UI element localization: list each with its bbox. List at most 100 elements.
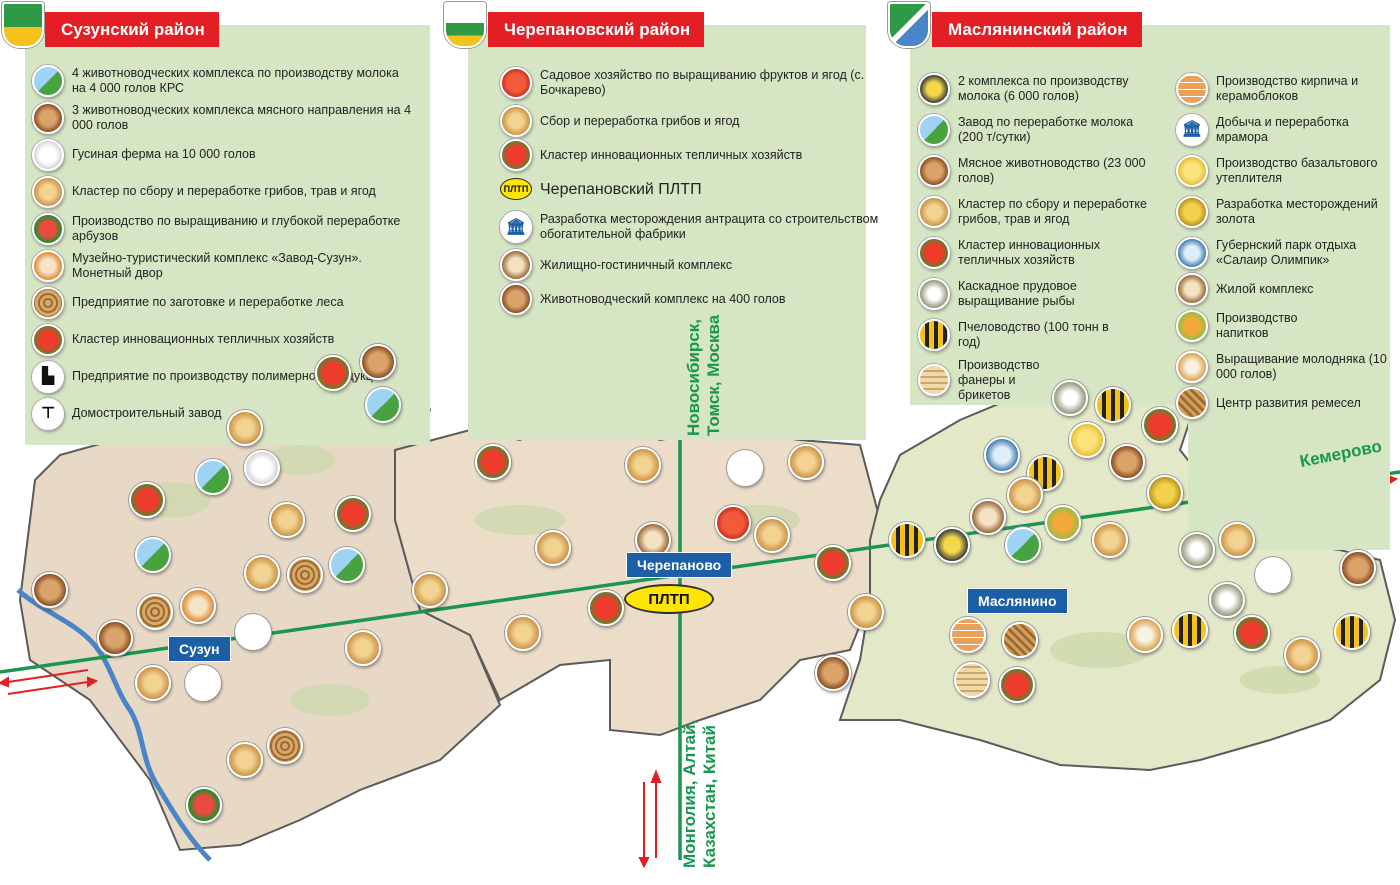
legend-item: Каскадное прудовое выращивание рыбы (918, 273, 1168, 314)
town-label-maslyanino: Маслянино (967, 588, 1068, 614)
skier-icon (984, 437, 1020, 473)
insulation-roll-icon (1176, 154, 1208, 187)
watermelon-icon (32, 212, 64, 245)
legend-item: 3 животноводческих комплекса мясного нап… (32, 99, 412, 136)
tomatoes-icon (129, 482, 165, 518)
bee-icon (889, 522, 925, 558)
legend-item: 2 комплекса по производству молока (6 00… (918, 68, 1168, 109)
cherepanovo-legend: Садовое хозяйство по выращиванию фруктов… (500, 62, 880, 316)
tomatoes-icon (1142, 407, 1178, 443)
mushrooms-icon (500, 105, 532, 137)
goose-icon (32, 138, 64, 171)
tomatoes-icon (1234, 615, 1270, 651)
squirrel-icon (1127, 617, 1163, 653)
bank-icon: 🏛 (1176, 113, 1208, 146)
house-icon (500, 249, 532, 281)
legend-item: 🏛Добыча и переработка мрамора (1176, 109, 1396, 150)
milk-carton-icon (365, 387, 401, 423)
legend-item: Пчеловодство (100 тонн в год) (918, 314, 1168, 355)
cow-icon (1340, 550, 1376, 586)
log-icon (32, 286, 64, 319)
route-label-south: Монголия, Алтай, Казахстан, Китай (680, 719, 719, 868)
juice-icon (1045, 505, 1081, 541)
skier-icon (1176, 236, 1208, 269)
fish-icon (1209, 582, 1245, 618)
mushrooms-icon (412, 572, 448, 608)
gold-coin-icon (1147, 475, 1183, 511)
log-icon (287, 557, 323, 593)
mushrooms-icon (244, 555, 280, 591)
tomatoes-icon (815, 545, 851, 581)
mushrooms-icon (788, 444, 824, 480)
maslyanino-crest-icon (888, 2, 930, 48)
legend-item: Разработка месторождений золота (1176, 191, 1396, 232)
mushrooms-icon (505, 615, 541, 651)
museum-icon (32, 249, 64, 282)
bee-icon (1095, 387, 1131, 423)
legend-item: Кластер инновационных тепличных хозяйств (32, 321, 412, 358)
bank-icon: 🏛 (500, 211, 532, 243)
milk-carton-icon (1005, 527, 1041, 563)
legend-item: Предприятие по заготовке и переработке л… (32, 284, 412, 321)
legend-item: Производство фанеры и брикетов (918, 355, 1168, 405)
gold-coin-icon (1176, 195, 1208, 228)
bee-icon (1172, 612, 1208, 648)
legend-item: Производство базальтового утеплителя (1176, 150, 1396, 191)
legend-item: Жилищно-гостиничный комплекс (500, 248, 880, 282)
watermelon-icon (186, 787, 222, 823)
mushrooms-icon (345, 630, 381, 666)
legend-item: Центр развития ремесел (1176, 387, 1396, 419)
cow-icon (360, 344, 396, 380)
apple-icon (500, 67, 532, 99)
house-icon (970, 499, 1006, 535)
mushrooms-icon (135, 665, 171, 701)
crane-icon (185, 665, 221, 701)
bricks-icon (1176, 72, 1208, 105)
milk-carton-icon (32, 64, 64, 97)
mushrooms-icon (227, 410, 263, 446)
tomatoes-icon (475, 444, 511, 480)
plywood-icon (918, 364, 950, 396)
goose-icon (244, 450, 280, 486)
tomatoes-icon (588, 590, 624, 626)
pltp-badge-icon: ПЛТП (500, 178, 532, 200)
plywood-icon (954, 662, 990, 698)
legend-item: Садовое хозяйство по выращиванию фруктов… (500, 62, 880, 104)
legend-item: Выращивание молодняка (10 000 голов) (1176, 346, 1396, 387)
legend-item: 🏛Разработка месторождения антрацита со с… (500, 206, 880, 248)
milk-carton-icon (195, 459, 231, 495)
legend-item: Кластер инновационных тепличных хозяйств (918, 232, 1168, 273)
milk-carton-icon (329, 547, 365, 583)
basket-icon (1002, 622, 1038, 658)
mushrooms-icon (625, 447, 661, 483)
cow-icon (1109, 444, 1145, 480)
basket-icon (1176, 387, 1208, 419)
legend-item: Гусиная ферма на 10 000 голов (32, 136, 412, 173)
mushrooms-icon (269, 502, 305, 538)
bricks-icon (950, 617, 986, 653)
fish-icon (918, 277, 950, 310)
log-icon (267, 728, 303, 764)
legend-item: Завод по переработке молока (200 т/сутки… (918, 109, 1168, 150)
apple-icon (715, 505, 751, 541)
cow-icon (500, 283, 532, 315)
juice-icon (1176, 309, 1208, 342)
legend-item: Кластер по сбору и переработке грибов, т… (918, 191, 1168, 232)
ob-river (16, 588, 212, 862)
cherepanovo-title: Черепановский район (488, 12, 705, 47)
legend-item: Губернский парк отдыха «Салаир Олимпик» (1176, 232, 1396, 273)
mushrooms-icon (227, 742, 263, 778)
factory-icon (235, 614, 271, 650)
mushrooms-icon (1092, 522, 1128, 558)
suzun-legend: 4 животноводческих комплекса по производ… (32, 62, 412, 432)
cow-icon (97, 620, 133, 656)
log-icon (137, 594, 173, 630)
tomatoes-icon (918, 236, 950, 269)
cow-icon (918, 154, 950, 187)
cow-icon (32, 101, 64, 134)
legend-item: Кластер инновационных тепличных хозяйств (500, 138, 880, 172)
mushrooms-icon (1219, 522, 1255, 558)
insulation-roll-icon (1069, 422, 1105, 458)
legend-item: Производство кирпича и керамоблоков (1176, 68, 1396, 109)
